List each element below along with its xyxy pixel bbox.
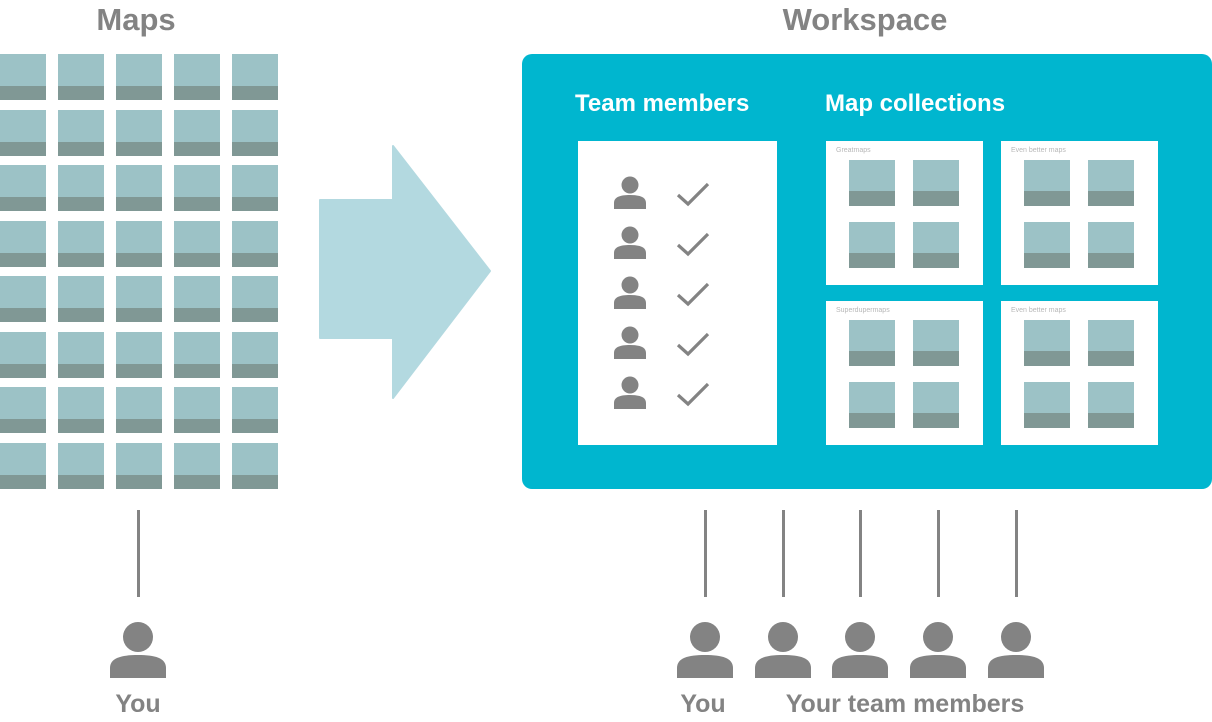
map-thumbnail: [116, 165, 162, 211]
map-thumbnail: [0, 387, 46, 433]
map-thumbnail: [116, 387, 162, 433]
collection-map-thumbnail: [849, 222, 895, 268]
member-person-icon: [614, 226, 646, 259]
map-thumbnail: [232, 331, 278, 378]
map-thumbnail: [232, 109, 278, 156]
map-thumbnail: [0, 442, 46, 489]
member-person-icon: [614, 326, 646, 359]
checkmark-icon: [676, 332, 710, 357]
checkmark-icon: [676, 232, 710, 257]
map-thumbnail: [58, 331, 104, 378]
checkmark-icon: [676, 282, 710, 307]
maps-grid: [0, 0, 300, 500]
map-collections-title: Map collections: [825, 90, 1006, 117]
team-member-connector-line: [937, 510, 940, 597]
you-label: You: [115, 690, 161, 718]
you-person-icon: [110, 622, 166, 678]
collection-card: Even better maps: [1001, 141, 1158, 285]
map-thumbnail: [0, 109, 46, 156]
map-thumbnail: [174, 54, 220, 100]
team-member-person-icon: [832, 622, 888, 678]
map-thumbnail: [174, 442, 220, 489]
map-thumbnail: [58, 109, 104, 156]
map-thumbnail: [232, 165, 278, 211]
map-thumbnail: [58, 276, 104, 322]
map-thumbnail: [58, 220, 104, 267]
collection-map-thumbnail: [849, 320, 895, 366]
collection-map-thumbnail: [1024, 320, 1070, 366]
team-member-connector-line: [859, 510, 862, 597]
map-thumbnail: [58, 54, 104, 100]
team-members-card: [578, 141, 777, 445]
map-thumbnail: [232, 276, 278, 322]
workspace-you-label: You: [680, 690, 726, 718]
map-thumbnail: [58, 387, 104, 433]
checkmark-icon: [676, 182, 710, 207]
map-thumbnail: [174, 331, 220, 378]
map-thumbnail: [116, 331, 162, 378]
collection-map-thumbnail: [1088, 320, 1134, 366]
member-person-icon: [614, 176, 646, 209]
collection-map-thumbnail: [849, 160, 895, 206]
map-thumbnail: [232, 387, 278, 433]
map-thumbnail: [174, 220, 220, 267]
map-thumbnail: [174, 387, 220, 433]
map-thumbnail: [174, 165, 220, 211]
collection-map-thumbnail: [1088, 222, 1134, 268]
map-thumbnail: [0, 220, 46, 267]
collection-map-thumbnail: [913, 320, 959, 366]
collection-map-thumbnail: [1088, 160, 1134, 206]
collection-title: Even better maps: [1011, 147, 1066, 154]
map-thumbnail: [116, 442, 162, 489]
collection-map-thumbnail: [1088, 382, 1134, 428]
map-thumbnail: [232, 54, 278, 100]
map-thumbnail: [116, 54, 162, 100]
map-thumbnail: [232, 442, 278, 489]
team-member-connector-line: [1015, 510, 1018, 597]
maps-heading: Maps: [96, 2, 176, 37]
collection-map-thumbnail: [1024, 160, 1070, 206]
you-connector-line: [137, 510, 140, 597]
member-person-icon: [614, 376, 646, 409]
map-thumbnail: [0, 331, 46, 378]
collection-map-thumbnail: [913, 382, 959, 428]
map-thumbnail: [58, 165, 104, 211]
collection-card: Superdupermaps: [826, 301, 983, 445]
map-thumbnail: [116, 109, 162, 156]
collection-card: Even better maps: [1001, 301, 1158, 445]
map-thumbnail: [174, 109, 220, 156]
map-thumbnail: [58, 442, 104, 489]
you-workspace-person-icon: [677, 622, 733, 678]
collection-map-thumbnail: [1024, 382, 1070, 428]
map-thumbnail: [0, 54, 46, 100]
team-members-title: Team members: [575, 90, 750, 117]
collection-map-thumbnail: [1024, 222, 1070, 268]
workspace-panel: Team members Map collections Greatmaps E…: [522, 54, 1212, 489]
you-workspace-connector-line: [704, 510, 707, 597]
team-members-label: Your team members: [785, 690, 1025, 718]
team-member-person-icon: [910, 622, 966, 678]
team-member-connector-line: [782, 510, 785, 597]
map-thumbnail: [0, 276, 46, 322]
map-thumbnail: [0, 165, 46, 211]
member-person-icon: [614, 276, 646, 309]
team-member-person-icon: [988, 622, 1044, 678]
map-thumbnail: [232, 220, 278, 267]
workspace-heading: Workspace: [782, 2, 948, 37]
collection-map-thumbnail: [913, 160, 959, 206]
collection-card: Greatmaps: [826, 141, 983, 285]
map-thumbnail: [116, 220, 162, 267]
collection-map-thumbnail: [913, 222, 959, 268]
map-thumbnail: [116, 276, 162, 322]
collection-title: Even better maps: [1011, 307, 1066, 314]
checkmark-icon: [676, 382, 710, 407]
transition-arrow: [319, 145, 491, 399]
team-member-person-icon: [755, 622, 811, 678]
collection-map-thumbnail: [849, 382, 895, 428]
collection-title: Superdupermaps: [836, 307, 890, 314]
map-thumbnail: [174, 276, 220, 322]
collection-title: Greatmaps: [836, 147, 871, 154]
